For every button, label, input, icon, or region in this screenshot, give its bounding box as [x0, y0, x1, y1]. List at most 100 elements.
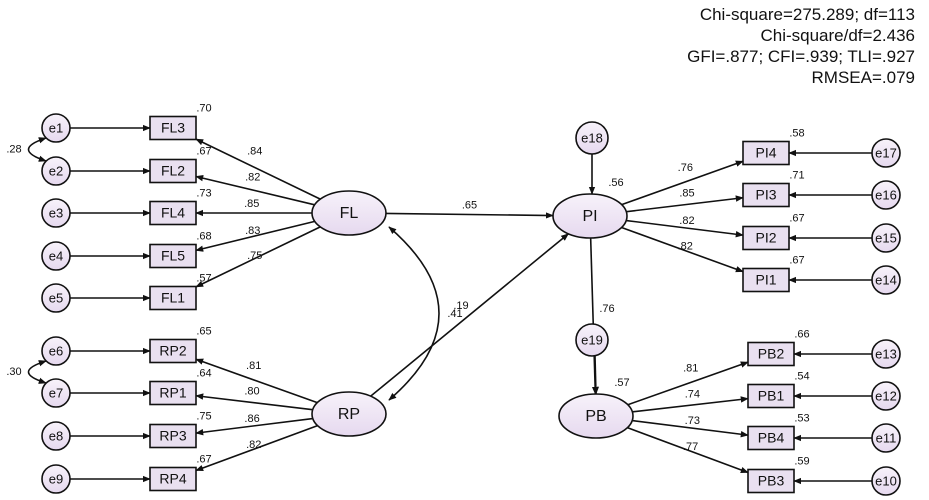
r2-pb2: .66: [794, 328, 809, 340]
loading-fl4: .85: [244, 198, 259, 210]
indicator-label-rp4: RP4: [159, 471, 186, 487]
coef-correlation-e6-e7: .30: [6, 366, 21, 378]
indicator-label-pb4: PB4: [758, 430, 785, 446]
path-fl-pi: [385, 212, 554, 219]
error-e12: [871, 381, 901, 411]
correlation-e6-e7: [27, 360, 47, 384]
error-e10: [871, 466, 901, 496]
r2-rp4: .67: [196, 453, 211, 465]
loading-fl2: .82: [245, 172, 260, 184]
indicator-label-pi3: PI3: [755, 187, 776, 203]
r2-pi4: .58: [789, 127, 804, 139]
error-label-e1: e1: [49, 120, 63, 135]
indicator-label-rp1: RP1: [159, 385, 186, 401]
loading-path-fl5: [195, 220, 315, 252]
loading-path-pb4: [632, 419, 749, 438]
coef-correlation-e1-e2: .28: [6, 143, 21, 155]
loading-rp1: .80: [244, 386, 259, 398]
r2-pb: .57: [614, 377, 629, 389]
error-label-e2: e2: [49, 163, 63, 178]
loading-path-rp4: [195, 424, 318, 472]
latent-fl: [311, 190, 387, 236]
loading-fl1: .75: [247, 250, 262, 262]
loading-path-pb1: [632, 396, 749, 413]
loading-rp3: .86: [244, 413, 259, 425]
r2-rp3: .75: [196, 410, 211, 422]
error-label-e14: e14: [875, 272, 897, 287]
indicator-label-pb2: PB2: [758, 346, 785, 362]
indicator-label-pb1: PB1: [758, 388, 785, 404]
indicator-fl2: [149, 158, 197, 184]
indicator-pi3: [742, 182, 790, 208]
error-label-e16: e16: [875, 187, 897, 202]
error-label-e17: e17: [875, 145, 897, 160]
coef-path-rp-pi: .19: [453, 300, 468, 312]
latent-pi: [552, 193, 628, 239]
indicator-pi1: [742, 267, 790, 293]
r2-pi: .56: [608, 177, 623, 189]
indicator-label-pi1: PI1: [755, 272, 776, 288]
r2-pb3: .59: [794, 455, 809, 467]
error-e13: [871, 339, 901, 369]
r2-rp2: .65: [196, 325, 211, 337]
indicator-label-fl1: FL1: [161, 290, 185, 306]
error-label-e8: e8: [49, 428, 63, 443]
error-label-e13: e13: [875, 346, 897, 361]
error-e9: [41, 464, 71, 494]
fit-chi-square-df: Chi-square/df=2.436: [760, 26, 915, 45]
error-e11: [871, 423, 901, 453]
indicator-fl3: [149, 115, 197, 141]
loading-pi1: .82: [678, 241, 693, 253]
coef-path-fl-pi: .65: [462, 199, 477, 211]
r2-fl3: .70: [196, 102, 211, 114]
fit-gfi-cfi-tli: GFI=.877; CFI=.939; TLI=.927: [687, 47, 915, 66]
loading-path-rp3: [195, 417, 313, 436]
r2-pb4: .53: [794, 412, 809, 424]
latent-rp: [311, 391, 387, 437]
path-rp-pi: [370, 233, 569, 397]
loading-path-pi1: [621, 226, 744, 273]
error-e19: [575, 323, 609, 357]
error-e17: [871, 138, 901, 168]
error-label-e18: e18: [581, 130, 603, 145]
indicator-pi2: [742, 225, 790, 251]
error-label-e4: e4: [49, 248, 63, 263]
r2-fl2: .67: [196, 145, 211, 157]
error-e18: [575, 121, 609, 155]
loading-path-pb3: [627, 426, 749, 474]
r2-pb1: .54: [794, 370, 809, 382]
error-e2: [41, 156, 71, 186]
loading-path-fl2: [195, 175, 315, 206]
indicator-label-fl3: FL3: [161, 120, 185, 136]
r2-fl4: .73: [196, 187, 211, 199]
error-label-e11: e11: [876, 430, 897, 445]
indicator-rp1: [149, 380, 197, 406]
indicator-pb2: [747, 341, 795, 367]
indicator-pi4: [742, 140, 790, 166]
loading-path-rp1: [195, 393, 313, 411]
latent-label-pi: PI: [582, 208, 597, 225]
coef-correlation-fl-rp: .41: [447, 308, 462, 320]
path-pi-pb: [589, 237, 599, 395]
error-e1: [41, 113, 71, 143]
error-label-e9: e9: [49, 471, 63, 486]
error-e3: [41, 198, 71, 228]
error-label-e19: e19: [581, 332, 603, 347]
error-e16: [871, 180, 901, 210]
indicator-label-pi2: PI2: [755, 230, 776, 246]
loading-rp2: .81: [246, 360, 261, 372]
r2-pi1: .67: [789, 254, 804, 266]
error-e14: [871, 265, 901, 295]
indicator-label-fl2: FL2: [161, 163, 185, 179]
error-e4: [41, 241, 71, 271]
indicator-pb1: [747, 383, 795, 409]
indicator-fl4: [149, 200, 197, 226]
loading-path-fl3: [195, 138, 321, 200]
r2-pi2: .67: [789, 212, 804, 224]
indicator-fl5: [149, 243, 197, 269]
loading-pb2: .81: [683, 362, 698, 374]
error-label-e5: e5: [49, 290, 63, 305]
indicator-fl1: [149, 285, 197, 311]
loading-rp4: .82: [246, 439, 261, 451]
